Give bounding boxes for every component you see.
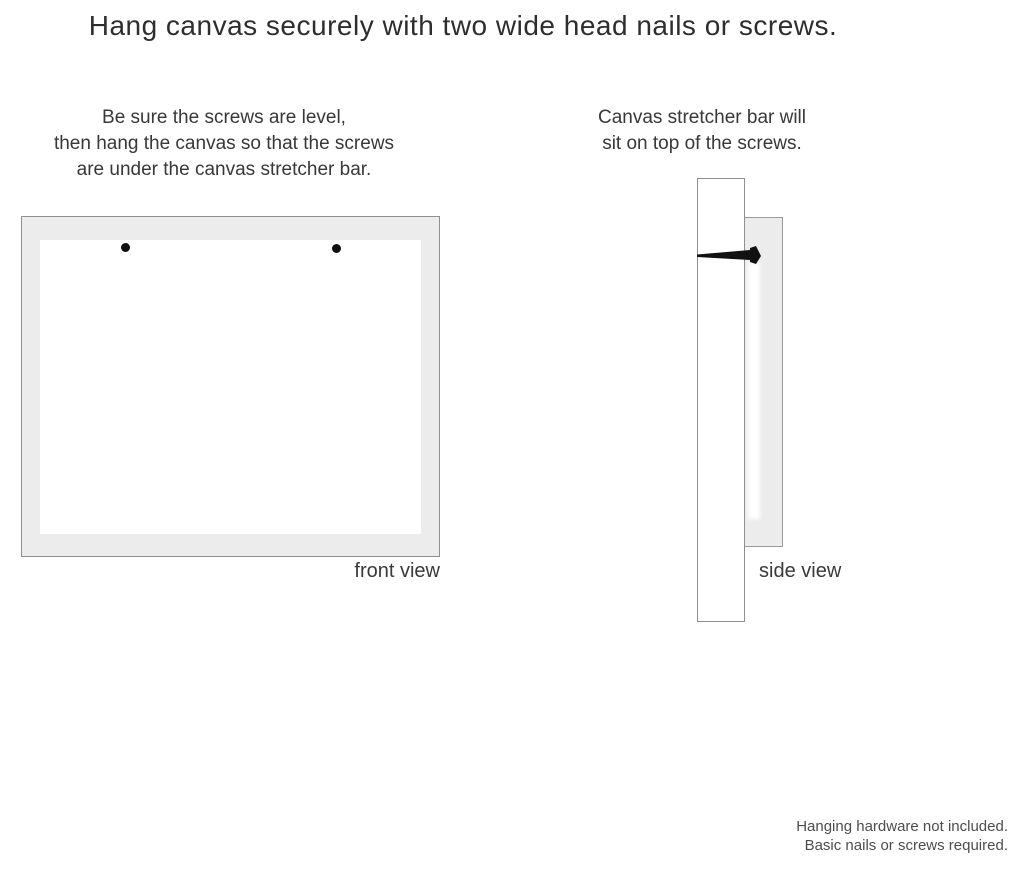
- side-view-label: side view: [759, 560, 842, 582]
- front-view-instructions: Be sure the screws are level, then hang …: [18, 105, 430, 183]
- instruction-line: Canvas stretcher bar will: [597, 107, 807, 128]
- disclaimer-line: Hanging hardware not included.: [796, 818, 1008, 835]
- disclaimer-line: Basic nails or screws required.: [804, 837, 1008, 854]
- side-view-canvas: [744, 217, 783, 547]
- instruction-line: sit on top of the screws.: [602, 133, 802, 154]
- side-view-canvas-highlight: [748, 263, 760, 519]
- front-view-canvas-inner: [40, 240, 421, 534]
- side-view-instructions: Canvas stretcher bar will sit on top of …: [552, 105, 852, 157]
- nail-dot-right-icon: [332, 244, 341, 253]
- hardware-disclaimer: Hanging hardware not included. Basic nai…: [796, 817, 1008, 855]
- instruction-line: then hang the canvas so that the screws: [53, 133, 395, 154]
- instruction-line: are under the canvas stretcher bar.: [76, 159, 372, 180]
- nail-dot-left-icon: [121, 243, 130, 252]
- front-view-canvas-frame: [21, 216, 440, 557]
- page-title: Hang canvas securely with two wide head …: [88, 10, 838, 41]
- instruction-line: Be sure the screws are level,: [102, 107, 346, 128]
- side-view-wall: [697, 178, 745, 622]
- front-view-label: front view: [354, 560, 440, 582]
